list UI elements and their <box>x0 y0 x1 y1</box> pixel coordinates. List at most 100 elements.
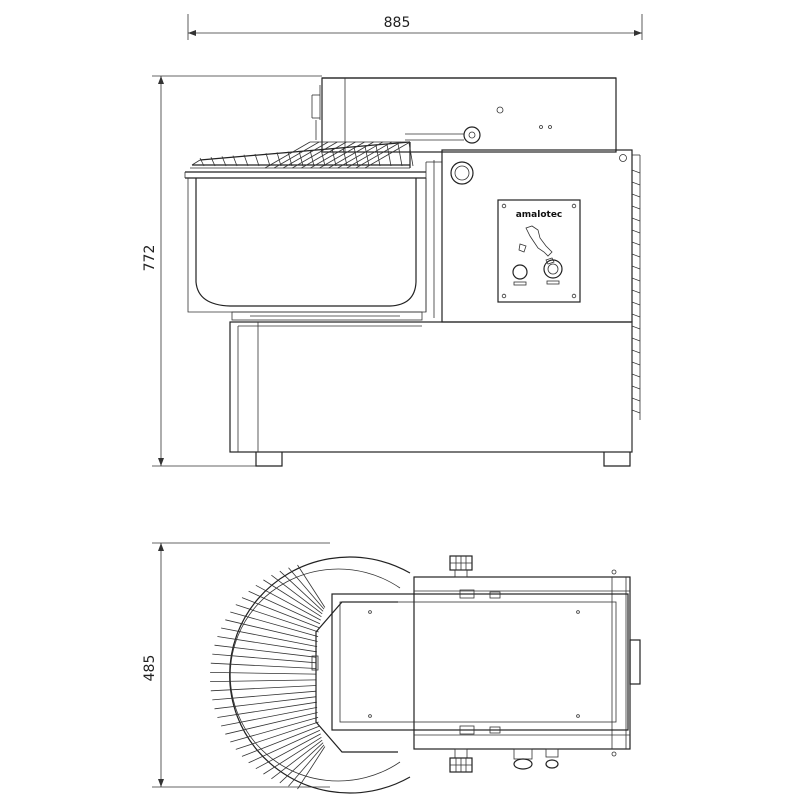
guard-bar <box>397 143 403 167</box>
guard-spoke <box>210 672 317 675</box>
guard-spoke <box>214 644 317 658</box>
guard-bar <box>287 151 293 167</box>
guard-spoke <box>217 701 317 718</box>
guard-bar <box>408 142 414 167</box>
vent-line <box>631 325 641 330</box>
guard-spoke <box>225 619 318 642</box>
vent-line <box>631 361 641 366</box>
guard-bar <box>346 141 393 169</box>
guard-spoke <box>235 604 319 633</box>
guard-spoke <box>271 739 323 780</box>
depth-dimension-label: 485 <box>142 655 158 682</box>
guard-bar <box>273 141 320 169</box>
guard-bar <box>199 157 205 167</box>
guard-spoke <box>263 579 322 618</box>
guard-bar <box>331 148 337 167</box>
stop-button[interactable] <box>543 259 563 279</box>
vent-line <box>631 193 641 198</box>
guard-spoke <box>297 564 326 608</box>
guard-bar <box>254 153 260 167</box>
guard-spoke <box>248 729 321 764</box>
guard-bar <box>265 153 271 167</box>
guard-spoke <box>210 662 317 669</box>
base-column <box>229 321 633 467</box>
control-buttons-top <box>513 748 559 770</box>
bowl <box>184 160 442 321</box>
bowl-guard-grid <box>190 141 414 169</box>
vent-line <box>631 385 641 390</box>
guard-spoke <box>263 736 322 775</box>
vent-line <box>631 337 641 342</box>
guard-bar <box>264 141 311 169</box>
guard-bar <box>282 141 329 169</box>
guard-bar <box>243 154 249 167</box>
vent-line <box>631 313 641 318</box>
guard-spoke <box>212 690 317 701</box>
start-button[interactable] <box>512 264 528 280</box>
height-dimension: 772 <box>142 75 322 467</box>
brand-logo: amalotec <box>516 210 563 220</box>
guard-spoke <box>241 725 320 757</box>
guard-spoke <box>288 744 325 787</box>
guard-spoke <box>271 574 323 615</box>
side-view: amalotec <box>184 77 641 467</box>
guard-bar <box>298 150 304 167</box>
top-knob-upper <box>449 555 473 578</box>
guard-spoke <box>255 733 321 770</box>
guard-bar <box>292 141 338 169</box>
vent-line <box>631 373 641 378</box>
guard-spoke <box>225 712 318 735</box>
guard-bar <box>310 141 356 169</box>
guard-bar <box>221 156 227 167</box>
guard-bar <box>309 149 315 167</box>
vent-line <box>631 241 641 246</box>
guard-spoke <box>230 717 319 743</box>
top-knob-lower <box>449 748 473 773</box>
italy-map-icon <box>518 225 555 265</box>
guard-spoke <box>230 611 319 637</box>
body-panel <box>441 149 641 420</box>
vent-line <box>631 181 641 186</box>
mixer-head <box>311 77 617 153</box>
guard-spoke <box>221 627 318 647</box>
guard-spoke <box>241 597 320 629</box>
height-dimension-label: 772 <box>142 245 158 272</box>
guard-bar <box>320 149 326 167</box>
guard-bar <box>342 147 348 167</box>
vent-line <box>631 217 641 222</box>
control-panel: amalotec <box>497 199 581 303</box>
hinge-pivot <box>463 126 481 144</box>
vent-line <box>631 301 641 306</box>
top-wire-guard <box>210 556 411 794</box>
guard-bar <box>210 157 216 167</box>
guard-spoke <box>210 679 317 682</box>
guard-spoke <box>217 636 317 653</box>
vent-line <box>631 265 641 270</box>
guard-spoke <box>210 685 317 692</box>
guard-bar <box>355 141 402 169</box>
vent-line <box>631 397 641 402</box>
guard-spoke <box>214 696 317 710</box>
guard-spoke <box>279 742 324 784</box>
depth-dimension: 485 <box>142 542 330 788</box>
guard-spoke <box>255 584 321 621</box>
vent-line <box>631 349 641 354</box>
top-frame <box>311 569 641 757</box>
bowl-rotation-knob <box>450 161 474 185</box>
guard-bar <box>276 152 282 167</box>
guard-bar <box>319 141 365 169</box>
guard-spoke <box>212 653 317 664</box>
vent-line <box>631 205 641 210</box>
width-dimension-label: 885 <box>384 15 411 31</box>
guard-spoke <box>288 567 325 610</box>
guard-bar <box>353 146 359 167</box>
guard-spoke <box>235 721 319 750</box>
guard-bar <box>328 141 374 169</box>
guard-bar <box>386 144 392 167</box>
vent-line <box>631 229 641 234</box>
vent-line <box>631 169 641 174</box>
guard-bar <box>375 145 381 167</box>
vent-line <box>631 409 641 414</box>
guard-spoke <box>248 590 321 625</box>
